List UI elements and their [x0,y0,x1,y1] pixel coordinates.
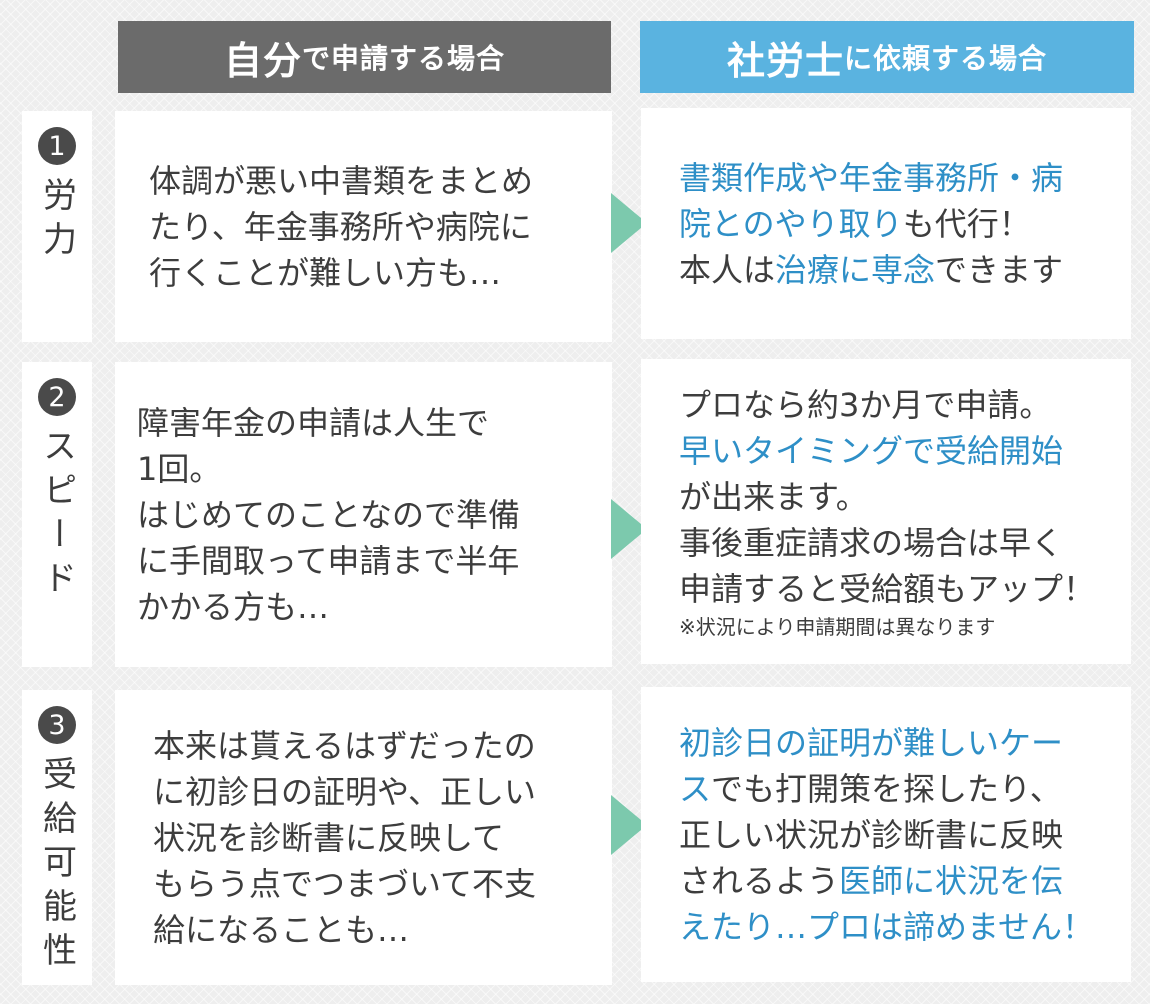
sr-text-line: 書類作成や年金事務所・病 [679,155,1131,201]
highlight-text: 院とのやり取り [679,204,903,243]
header-self-rest: で申請する場合 [302,42,506,75]
sr-box-speed: プロなら約3か月で申請。早いタイミングで受給開始が出来ます。事後重症請求の場合は… [641,359,1131,664]
row-label-text: スピード [36,428,77,604]
self-text-line: 給になることも… [153,910,410,949]
self-text-line: に手間取って申請まで半年 [137,541,520,580]
self-box-speed: 障害年金の申請は人生で 1回。はじめてのことなので準備に手間取って申請まで半年かか… [115,362,612,667]
number-badge: 1 [38,127,76,165]
body-text: も代行！ [902,204,1031,243]
self-box-eligibility: 本来は貰えるはずだったのに初診日の証明や、正しい状況を診断書に反映してもらう点で… [115,690,612,985]
body-text: 本人は [679,250,776,289]
sr-text-line: 申請すると受給額もアップ！ [679,566,1131,612]
sr-text-line: スでも打開策を探したり、 [679,766,1131,812]
self-text-line: かかる方も… [137,587,330,626]
body-text: されるよう [679,861,840,900]
highlight-text: 書類作成や年金事務所・病 [679,158,1064,197]
sr-text-line: 正しい状況が診断書に反映 [679,812,1131,858]
self-text-line: たり、年金事務所や病院に [149,207,532,246]
self-text-line: 行くことが難しい方も… [149,253,502,292]
self-text-line: 障害年金の申請は人生で [137,403,490,442]
body-text: 申請すると受給額もアップ！ [679,569,1096,608]
self-text-line: はじめてのことなので準備 [137,495,521,534]
sr-box-effort: 書類作成や年金事務所・病院とのやり取りも代行！本人は治療に専念できます [641,108,1131,339]
row-label-text: 受給可能性 [36,756,77,976]
highlight-text: 初診日の証明が難しいケー [679,723,1064,762]
sr-text-line: 早いタイミングで受給開始 [679,428,1131,474]
self-text-line: もらう点でつまづいて不支 [153,864,537,903]
row-label-effort: 1 労力 [22,111,92,342]
body-text: 正しい状況が診断書に反映 [679,815,1064,854]
row-label-text: 労力 [36,177,77,265]
row-label-speed: 2 スピード [22,362,92,667]
body-text: が出来ます。 [679,477,868,516]
self-text-line: に初診日の証明や、正しい [153,772,537,811]
highlight-text: 早いタイミングで受給開始 [679,431,1064,470]
body-text: でも打開策を探したり、 [711,769,1062,808]
header-self-main: 自分 [223,38,302,83]
number-badge: 3 [38,706,76,744]
self-text-line: 1回。 [137,449,222,488]
highlight-text: 医師に状況を伝 [839,861,1064,900]
footnote: ※状況により申請期間は異なります [679,614,996,639]
sr-text-line: 事後重症請求の場合は早く [679,520,1131,566]
body-text: プロなら約3か月で申請。 [679,385,1052,424]
self-text-line: 本来は貰えるはずだったの [153,726,536,765]
body-text: 事後重症請求の場合は早く [679,523,1064,562]
header-self-application: 自分で申請する場合 [118,21,611,93]
sr-text-line: が出来ます。 [679,474,1131,520]
sr-text-line: えたり…プロは諦めません！ [679,904,1131,950]
sr-text-line: 本人は治療に専念できます [679,247,1131,293]
sr-text-line: 院とのやり取りも代行！ [679,201,1131,247]
number-badge: 2 [38,378,76,416]
self-text-line: 体調が悪い中書類をまとめ [149,161,534,200]
sr-text-line: プロなら約3か月で申請。 [679,382,1131,428]
highlight-text: 治療に専念 [775,250,936,289]
sr-box-eligibility: 初診日の証明が難しいケースでも打開策を探したり、正しい状況が診断書に反映されるよ… [641,687,1131,982]
self-text-line: 状況を診断書に反映して [153,818,505,857]
row-label-eligibility: 3 受給可能性 [22,690,92,985]
header-sharoushi-request: 社労士に依頼する場合 [640,21,1134,93]
self-box-effort: 体調が悪い中書類をまとめたり、年金事務所や病院に行くことが難しい方も… [115,111,612,342]
highlight-text: ス [679,769,712,808]
header-sr-main: 社労士 [726,38,844,83]
sr-text-line: されるよう医師に状況を伝 [679,858,1131,904]
body-text: できます [935,250,1064,289]
highlight-text: えたり…プロは諦めません！ [679,907,1095,946]
header-sr-rest: に依頼する場合 [844,42,1048,75]
sr-text-line: 初診日の証明が難しいケー [679,720,1131,766]
